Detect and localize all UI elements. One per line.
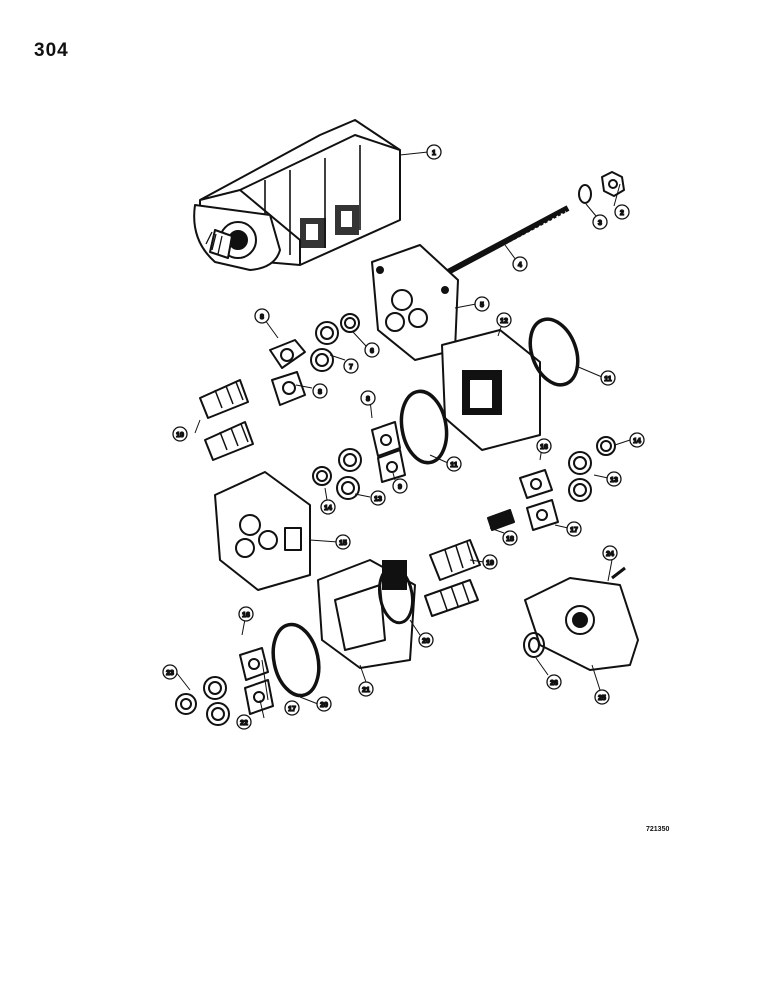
callout-21: 21 [358, 681, 374, 697]
svg-text:8: 8 [366, 396, 370, 403]
callout-13a: 13 [370, 490, 386, 506]
housing-12 [441, 329, 541, 451]
callout-14a: 14 [320, 499, 336, 515]
svg-text:5: 5 [480, 302, 484, 309]
upper-bearings [269, 313, 360, 406]
svg-text:11: 11 [604, 376, 612, 383]
callout-18: 18 [502, 530, 518, 546]
callout-19: 19 [482, 554, 498, 570]
svg-text:22: 22 [240, 720, 248, 727]
plate-15 [214, 471, 311, 591]
callout-14b: 14 [629, 432, 645, 448]
seals-11 [399, 317, 580, 465]
nut-and-washer [578, 171, 625, 204]
callout-11a: 11 [600, 370, 616, 386]
callout-7: 7 [343, 358, 359, 374]
callout-10: 10 [172, 426, 188, 442]
svg-text:7: 7 [349, 364, 353, 371]
callout-1: 1 [426, 144, 442, 160]
svg-text:17: 17 [288, 706, 296, 713]
svg-text:19: 19 [486, 560, 494, 567]
svg-text:25: 25 [598, 695, 606, 702]
callout-3: 3 [592, 214, 608, 230]
gear-shafts-10 [199, 379, 254, 461]
svg-text:14: 14 [324, 505, 332, 512]
callout-4: 4 [512, 256, 528, 272]
svg-text:13: 13 [374, 496, 382, 503]
svg-text:10: 10 [176, 432, 184, 439]
svg-text:16: 16 [540, 444, 548, 451]
svg-text:20: 20 [320, 702, 328, 709]
svg-text:6: 6 [370, 348, 374, 355]
svg-text:15: 15 [339, 540, 347, 547]
svg-text:20: 20 [422, 638, 430, 645]
svg-text:8: 8 [260, 314, 264, 321]
callout-22: 22 [236, 714, 252, 730]
drawing-code: 721350 [646, 826, 670, 833]
callout-26: 26 [546, 674, 562, 690]
svg-text:14: 14 [633, 438, 641, 445]
svg-text:1: 1 [432, 150, 436, 157]
seals-20 [271, 565, 414, 698]
callout-24: 24 [602, 545, 618, 561]
svg-text:9: 9 [398, 484, 402, 491]
svg-text:23: 23 [166, 670, 174, 677]
plate-5 [371, 244, 459, 361]
callout-25: 25 [594, 689, 610, 705]
callout-16b: 16 [238, 606, 254, 622]
svg-text:11: 11 [450, 462, 458, 469]
svg-text:24: 24 [606, 551, 614, 558]
callout-2: 2 [614, 204, 630, 220]
right-bearings [519, 436, 616, 531]
svg-text:2: 2 [620, 210, 624, 217]
end-cover-25 [523, 566, 639, 671]
svg-text:4: 4 [518, 262, 522, 269]
callout-17a: 17 [566, 521, 582, 537]
svg-text:13: 13 [610, 477, 618, 484]
page-number: 304 [34, 40, 69, 61]
svg-text:3: 3 [598, 220, 602, 227]
pump-assembly [193, 119, 401, 271]
lower-bearings [175, 647, 274, 726]
svg-text:21: 21 [362, 687, 370, 694]
callout-13b: 13 [606, 471, 622, 487]
svg-text:16: 16 [242, 612, 250, 619]
svg-text:26: 26 [550, 680, 558, 687]
callout-16a: 16 [536, 438, 552, 454]
callouts: 1 2 3 4 5 6 7 8 8 8 9 10 11 11 12 13 13 … [162, 144, 645, 730]
middle-bearings [312, 421, 406, 500]
svg-text:18: 18 [506, 536, 514, 543]
callout-20b: 20 [316, 696, 332, 712]
svg-text:17: 17 [570, 527, 578, 534]
coupling-and-shaft [424, 509, 515, 617]
callout-23: 23 [162, 664, 178, 680]
callout-12: 12 [496, 312, 512, 328]
housing-21 [317, 559, 416, 669]
callout-11b: 11 [446, 456, 462, 472]
callout-5: 5 [474, 296, 490, 312]
callout-8c: 8 [360, 390, 376, 406]
callout-8b: 8 [312, 383, 328, 399]
callout-6: 6 [364, 342, 380, 358]
callout-17b: 17 [284, 700, 300, 716]
svg-text:8: 8 [318, 389, 322, 396]
svg-text:12: 12 [500, 318, 508, 325]
callout-8a: 8 [254, 308, 270, 324]
callout-9: 9 [392, 478, 408, 494]
stud [446, 205, 570, 277]
callout-20a: 20 [418, 632, 434, 648]
callout-15: 15 [335, 534, 351, 550]
